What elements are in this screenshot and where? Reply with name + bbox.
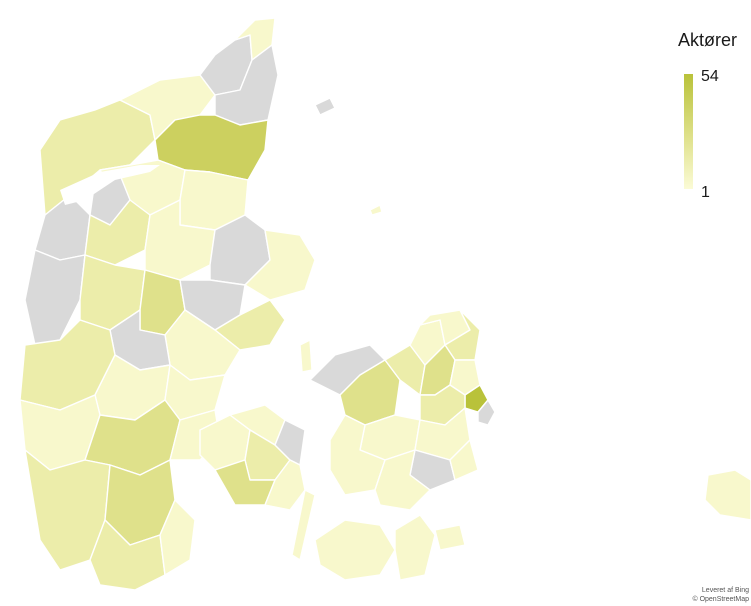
region-mon[interactable] [434,524,466,551]
region-aalborg[interactable] [154,114,269,181]
region-sonderborg[interactable] [159,499,196,576]
legend-title: Aktører [678,30,738,50]
region-anholt[interactable] [369,204,383,216]
legend-max-label: 54 [701,68,719,85]
region-amager[interactable] [477,399,496,426]
region-bornholm[interactable] [704,469,751,521]
region-djursland[interactable] [244,229,316,301]
limfjord-water [60,165,160,205]
legend-color-scale [684,74,693,189]
region-thisted-west[interactable] [34,194,91,261]
region-ringkobing-north[interactable] [24,249,86,346]
region-laeso[interactable] [314,97,336,116]
region-naestved[interactable] [374,449,431,511]
map-legend: Aktører 54 1 [678,30,751,210]
region-langeland[interactable] [291,489,316,561]
region-lolland[interactable] [314,519,396,581]
region-falster[interactable] [394,514,436,581]
region-samso[interactable] [299,339,313,373]
legend-min-label: 1 [701,184,710,201]
map-attribution: Leveret af Bing © OpenStreetMap [692,586,749,604]
region-stevns[interactable] [449,439,479,481]
attribution-line-1: Leveret af Bing [701,587,749,594]
attribution-line-2[interactable]: © OpenStreetMap [692,596,749,603]
